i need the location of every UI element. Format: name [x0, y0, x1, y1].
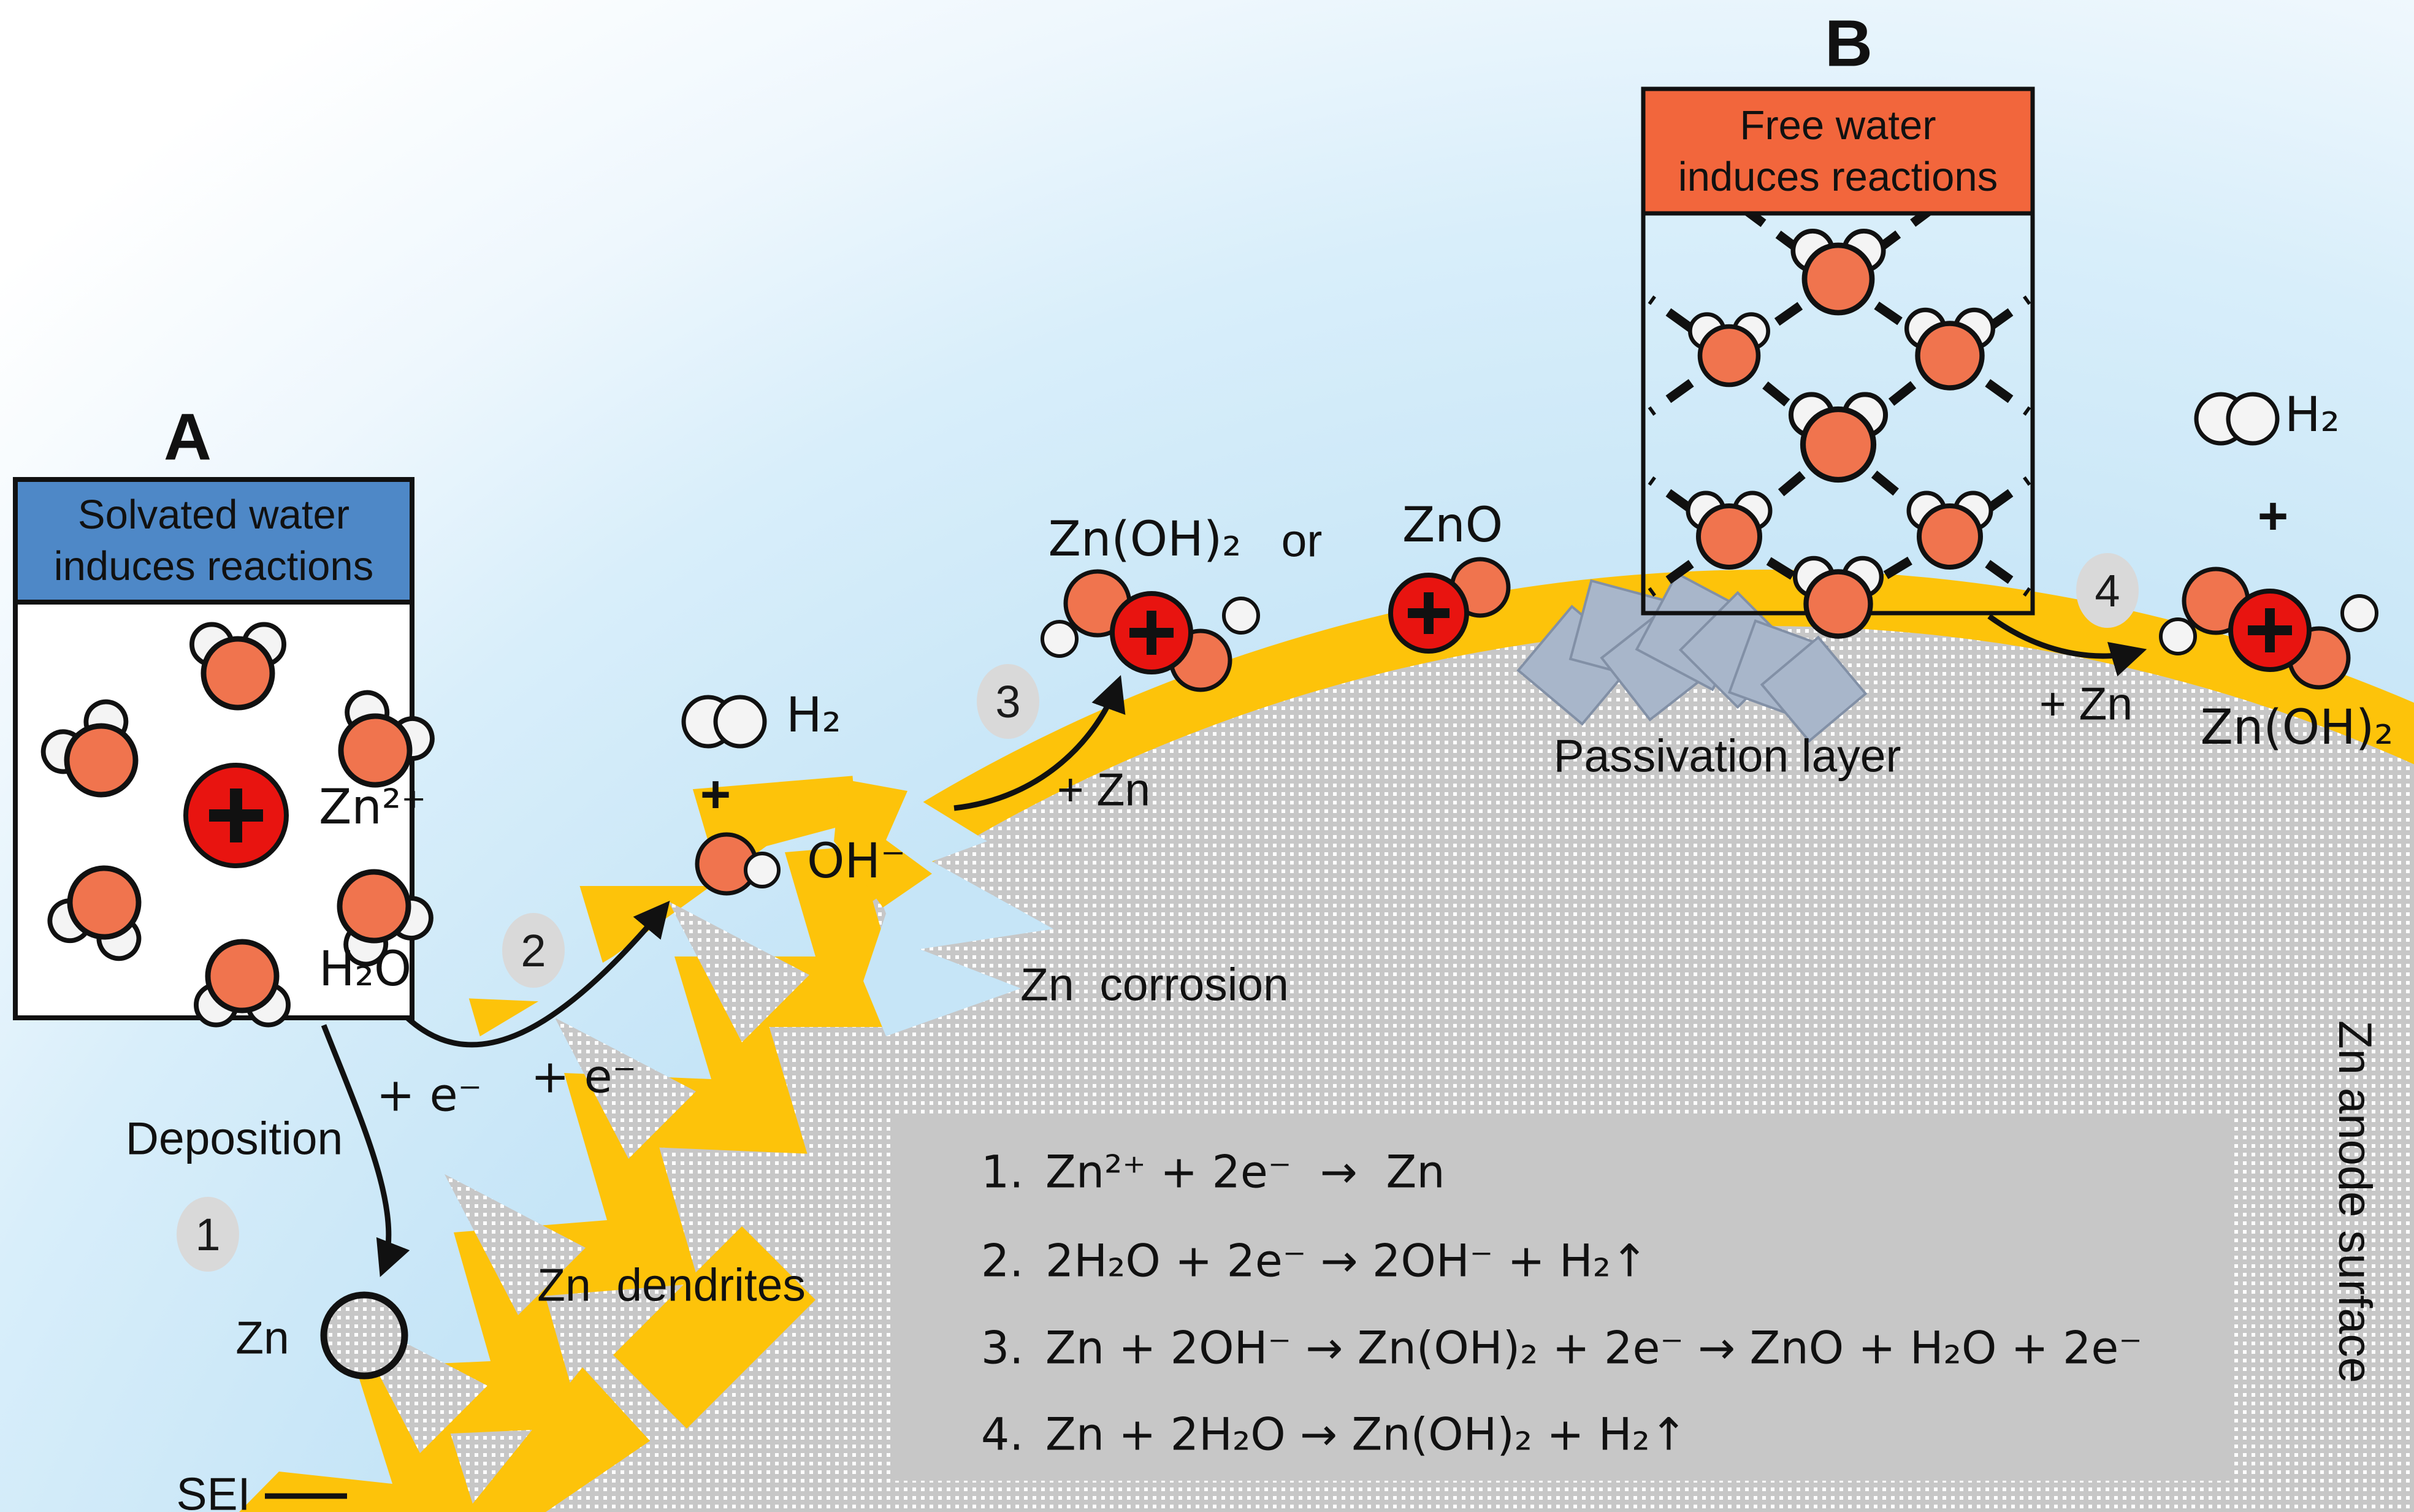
plus-zn-label-right: + Zn	[2039, 678, 2133, 730]
step-badge-2: 2	[502, 913, 565, 988]
panel-a-header-line1: Solvated water	[77, 492, 350, 538]
zinc-hydroxide-molecule-right	[2159, 567, 2378, 690]
zn-deposit-label: Zn	[235, 1312, 289, 1364]
zn-corrosion-label: Zn corrosion	[1020, 958, 1289, 1010]
deposition-arrow	[321, 1024, 410, 1277]
equation-number: 3.	[980, 1322, 1024, 1375]
equation-row-1: 1. Zn²⁺ + 2e⁻ → Zn	[924, 1094, 1445, 1251]
plus-sign-left: +	[700, 765, 731, 824]
reaction-arrows	[321, 614, 2147, 1277]
zn-dendrites-label: Zn dendrites	[537, 1259, 806, 1311]
h2-molecule-left	[681, 695, 767, 749]
hydroxide-reaction-arrow	[953, 675, 1126, 811]
zn-ion-label: Zn²⁺	[319, 780, 427, 836]
solvation-shell	[36, 624, 440, 1025]
hydroxide-molecule	[695, 832, 781, 896]
zinc-hydroxide-label-left: Zn(OH)₂	[1048, 512, 1242, 568]
plus-zn-label-left: + Zn	[1056, 763, 1151, 815]
h2-molecule-right	[2194, 392, 2280, 446]
panel-b-header: Free water induces reactions	[1643, 89, 2033, 213]
panel-b-header-line2: induces reactions	[1678, 153, 1998, 200]
equation-number: 2.	[980, 1235, 1024, 1288]
equation-formula: Zn + 2H₂O → Zn(OH)₂ + H₂↑	[1045, 1408, 1688, 1461]
or-text: or	[1281, 514, 1323, 567]
zinc-hydroxide-label-right: Zn(OH)₂	[2200, 700, 2394, 756]
sei-label: SEI	[176, 1468, 251, 1512]
h2-label-left: H₂	[786, 688, 841, 744]
plus-electron-evolution: + e⁻	[530, 1049, 637, 1104]
zn-dendrite-spike	[668, 901, 809, 1042]
passivation-flake	[1760, 635, 1868, 743]
zn-deposit-particle	[320, 1291, 408, 1380]
step-badge-3: 3	[977, 664, 1039, 739]
panel-b-header-line1: Free water	[1740, 102, 1936, 148]
zn-dendrite-spike	[445, 1174, 586, 1315]
sei-fragment	[834, 779, 932, 907]
sei-wedge	[613, 1226, 815, 1429]
plus-electron-deposition: + e⁻	[376, 1067, 483, 1122]
panel-a-header: Solvated water induces reactions	[15, 479, 412, 602]
panel-a-title: A	[164, 399, 212, 474]
zinc-oxide-molecule	[1388, 557, 1511, 654]
panel-b-box	[1641, 86, 2035, 616]
sei-wedge	[466, 1367, 650, 1512]
equation-formula: Zn + 2OH⁻ → Zn(OH)₂ + 2e⁻ → ZnO + H₂O + …	[1045, 1322, 2142, 1375]
equation-row-4: 4. Zn + 2H₂O → Zn(OH)₂ + H₂↑	[924, 1357, 1687, 1512]
zn-corrosion-crack	[863, 788, 1053, 1036]
deposition-label: Deposition	[125, 1112, 343, 1164]
h2-label-right: H₂	[2285, 388, 2340, 443]
zinc-hydroxide-molecule-left	[1041, 569, 1260, 692]
equations-panel: 1. Zn²⁺ + 2e⁻ → Zn 2. 2H₂O + 2e⁻ → 2OH⁻ + …	[890, 1117, 2231, 1481]
equation-row-2: 2. 2H₂O + 2e⁻ → 2OH⁻ + H₂↑	[924, 1183, 1648, 1340]
equation-row-3: 3. Zn + 2OH⁻ → Zn(OH)₂ + 2e⁻ → ZnO + H₂O …	[924, 1270, 2142, 1427]
free-water-reaction-arrow	[1987, 614, 2147, 677]
equation-formula: 2H₂O + 2e⁻ → 2OH⁻ + H₂↑	[1045, 1235, 1649, 1288]
her-arrow	[397, 901, 670, 1048]
plus-sign-right: +	[2257, 486, 2289, 546]
zn-dendrite-spike	[555, 1018, 696, 1159]
zinc-oxide-label: ZnO	[1402, 498, 1503, 554]
equation-number: 1.	[980, 1146, 1024, 1199]
hydroxide-label: OH⁻	[807, 834, 906, 890]
passivation-layer-label: Passivation layer	[1553, 730, 1901, 782]
zn2plus-ion	[183, 763, 289, 868]
equation-number: 4.	[980, 1408, 1024, 1461]
panel-b-title: B	[1825, 6, 1873, 80]
step-badge-4: 4	[2076, 553, 2139, 628]
zn-anode-surface-label: Zn anode surface	[2328, 1020, 2381, 1383]
panel-a-header-line2: induces reactions	[53, 543, 374, 589]
step-badge-1: 1	[177, 1197, 239, 1272]
water-label: H₂O	[319, 942, 412, 998]
equation-formula: Zn²⁺ + 2e⁻ → Zn	[1045, 1146, 1445, 1199]
passivation-flakes	[1516, 571, 1868, 743]
